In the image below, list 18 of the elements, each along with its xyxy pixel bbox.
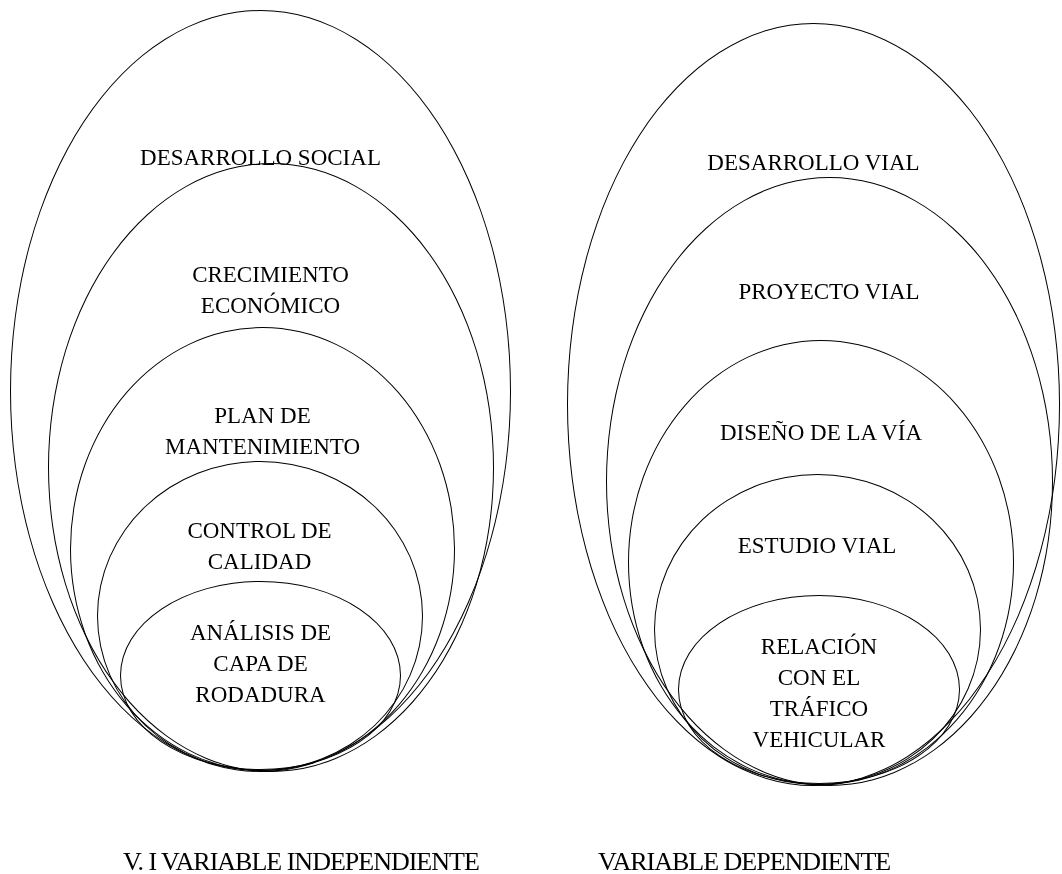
ellipse-label: PROYECTO VIAL (737, 277, 921, 306)
ellipse-label: DISEÑO DE LA VÍA (718, 419, 924, 447)
ellipse (678, 595, 960, 784)
ellipse-label: DESARROLLO VIAL (706, 149, 921, 177)
caption-text: V. I VARIABLE INDEPENDIENTE (123, 846, 479, 874)
ellipse-label: PLAN DE MANTENIMIENTO (163, 402, 362, 461)
ellipse (653, 473, 981, 785)
ellipse (605, 176, 1053, 786)
caption-text: VARIABLE DEPENDIENTE (598, 846, 891, 874)
ellipse-label: ANÁLISIS DE CAPA DE RODADURA (188, 619, 333, 709)
ellipse-label: CRECIMIENTO ECONÓMICO (191, 260, 350, 320)
ellipse-label: CONTROL DE CALIDAD (186, 516, 333, 576)
ellipse-label: RELACIÓN CON EL TRÁFICO VEHICULAR (751, 632, 887, 754)
ellipse (628, 340, 1014, 785)
ellipse-label: DESARROLLO SOCIAL (139, 144, 382, 172)
ellipse (567, 23, 1060, 786)
ellipse-label: ESTUDIO VIAL (736, 531, 898, 560)
ellipse (120, 581, 401, 770)
